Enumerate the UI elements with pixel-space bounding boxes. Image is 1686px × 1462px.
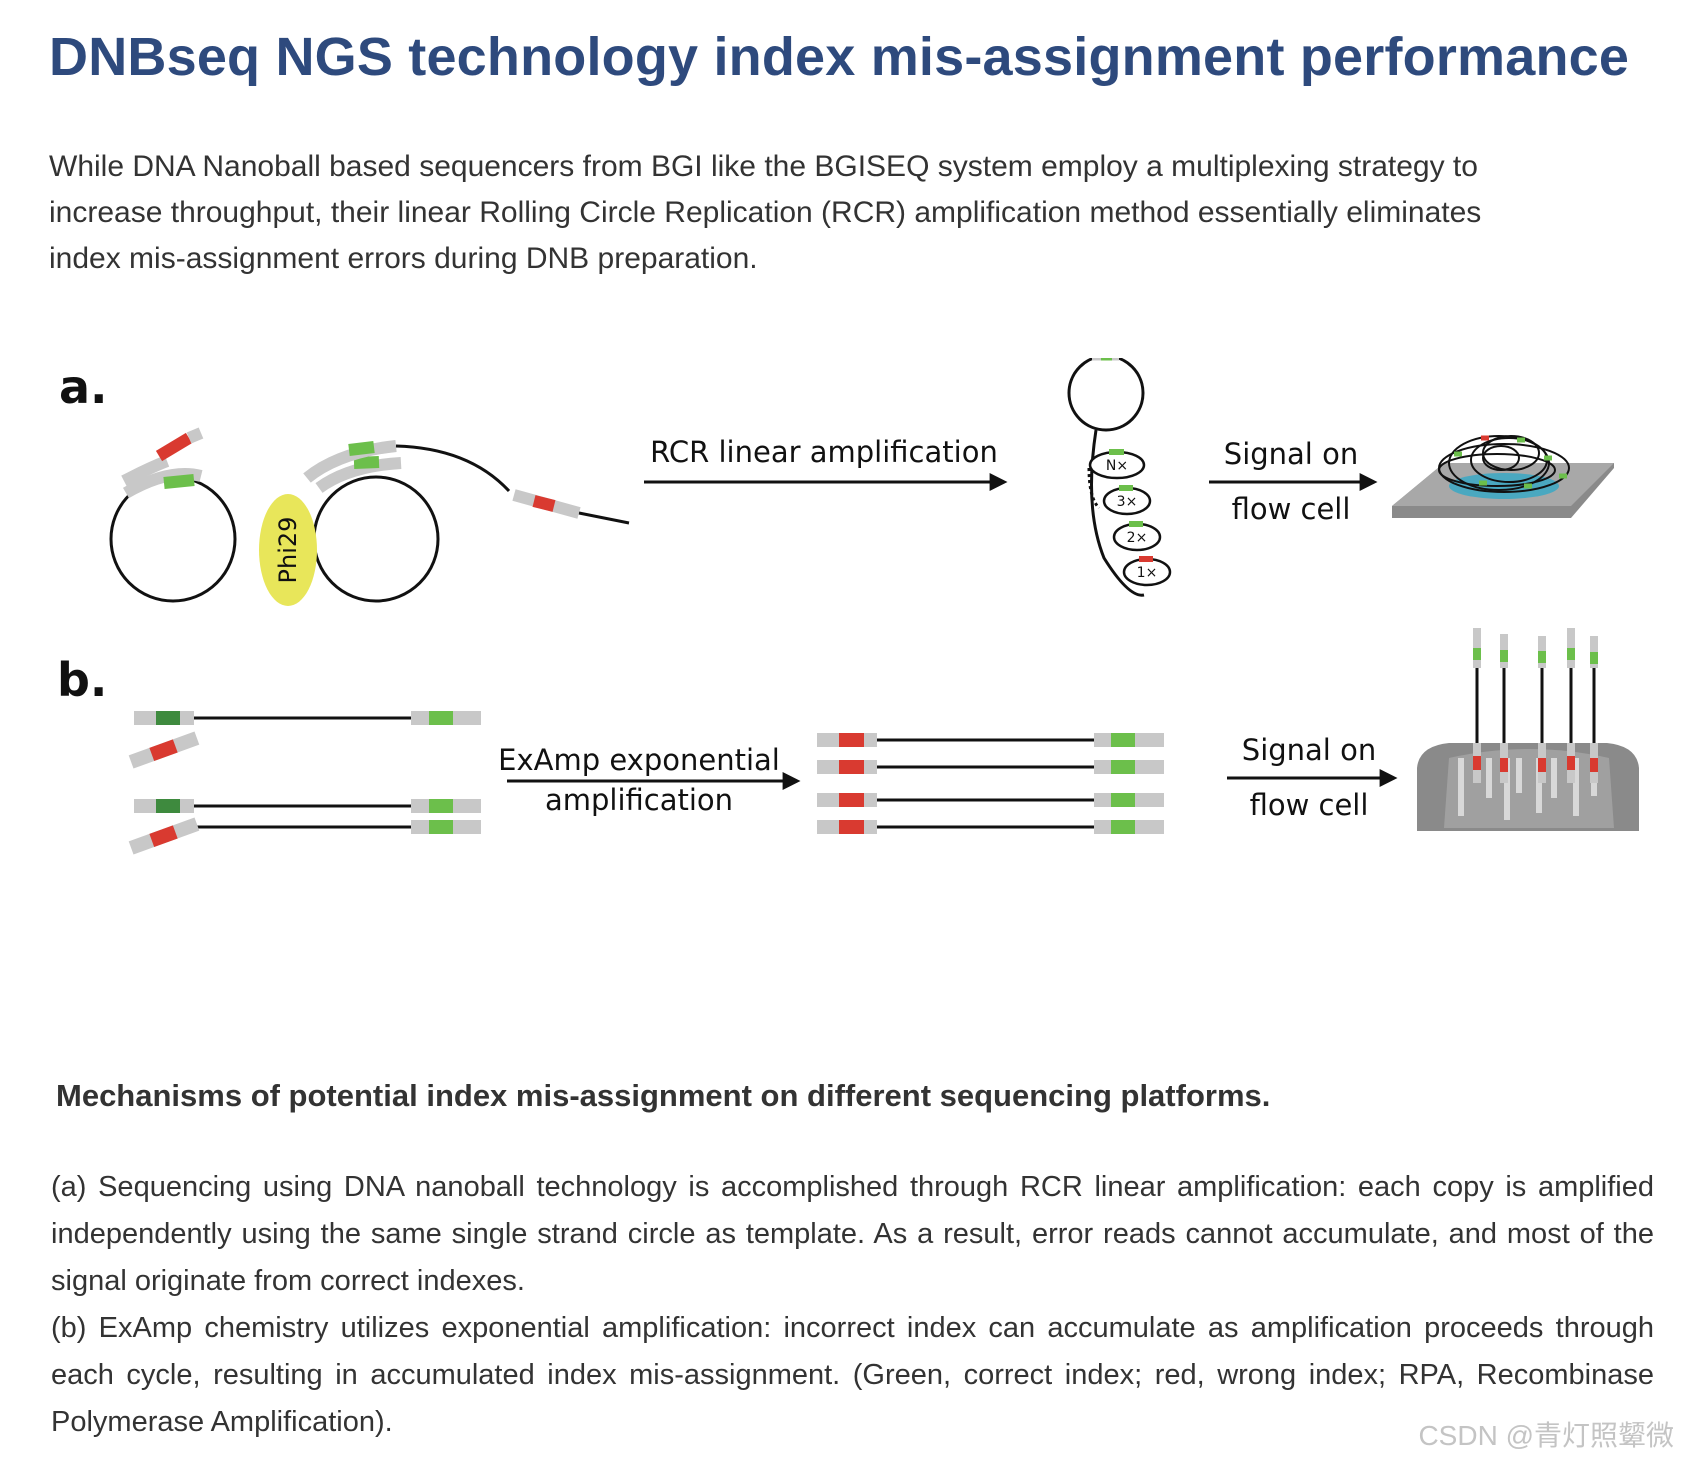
signal-a-line2: flow cell xyxy=(1232,492,1351,526)
template-strands xyxy=(128,711,481,855)
caption-title: Mechanisms of potential index mis-assign… xyxy=(56,1078,1271,1113)
signal-b-line1: Signal on xyxy=(1242,733,1376,767)
panel-a-label: a. xyxy=(59,360,108,414)
intro-line: While DNA Nanoball based sequencers from… xyxy=(49,150,1478,183)
cluster-on-flowcell xyxy=(1417,628,1639,831)
copy-label-1: 1× xyxy=(1137,565,1158,581)
copy-label-3: 3× xyxy=(1117,494,1138,510)
signal-arrow-b: Signal on flow cell xyxy=(1227,733,1398,822)
circular-template xyxy=(109,427,237,603)
mechanism-figure: a. Phi29 RCR linear amplification N× 3× xyxy=(57,358,1639,855)
watermark: CSDN @青灯照颦微 xyxy=(1418,1420,1674,1451)
intro-line: increase throughput, their linear Rollin… xyxy=(49,196,1482,229)
signal-a-line1: Signal on xyxy=(1224,437,1358,471)
caption-paragraph-a: (a) Sequencing using DNA nanoball techno… xyxy=(51,1171,1654,1297)
copy-label-n: N× xyxy=(1106,458,1128,474)
page-title: DNBseq NGS technology index mis-assignme… xyxy=(49,27,1630,87)
intro-paragraph: While DNA Nanoball based sequencers from… xyxy=(49,144,1686,282)
rcr-arrow: RCR linear amplification xyxy=(644,435,1008,491)
signal-arrow-a: Signal on flow cell xyxy=(1209,437,1378,526)
panel-b-label: b. xyxy=(57,653,107,707)
caption-body: (a) Sequencing using DNA nanoball techno… xyxy=(51,1164,1654,1446)
nanoball-on-flowcell xyxy=(1392,435,1614,518)
examp-arrow-label-line2: amplification xyxy=(545,783,733,817)
examp-arrow-label-line1: ExAmp exponential xyxy=(498,743,780,777)
signal-b-line2: flow cell xyxy=(1250,788,1369,822)
rcr-arrow-label: RCR linear amplification xyxy=(650,435,998,469)
examp-arrow: ExAmp exponential amplification xyxy=(498,743,801,817)
copy-label-2: 2× xyxy=(1127,530,1148,546)
phi29-polymerase: Phi29 xyxy=(259,440,630,606)
amplified-strands xyxy=(817,733,1164,834)
rolling-circle-product: N× 3× 2× 1× xyxy=(1067,358,1172,597)
caption-paragraph-b: (b) ExAmp chemistry utilizes exponential… xyxy=(51,1312,1654,1438)
intro-line: index mis-assignment errors during DNB p… xyxy=(49,242,758,275)
phi29-label: Phi29 xyxy=(274,517,302,584)
